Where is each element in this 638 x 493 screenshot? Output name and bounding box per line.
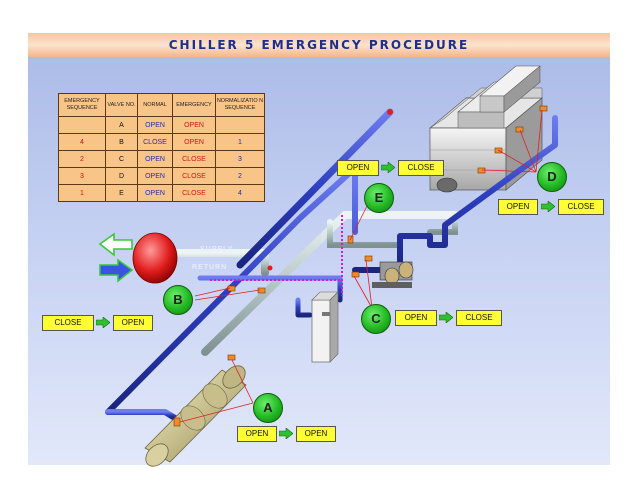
cell-norm-seq: 2 bbox=[215, 167, 265, 185]
cell-norm-seq bbox=[215, 116, 265, 134]
return-label: RETURN bbox=[192, 264, 228, 271]
valve-a-from-state: OPEN bbox=[237, 426, 277, 442]
col-normal: NORMAL bbox=[137, 93, 173, 117]
cell-normal: OPEN bbox=[137, 167, 173, 185]
cell-norm-seq: 3 bbox=[215, 150, 265, 168]
cell-normal: OPEN bbox=[137, 116, 173, 134]
valve-c-badge: C bbox=[361, 304, 391, 334]
valve-c-from-state: OPEN bbox=[395, 310, 437, 326]
valve-c-arrow-icon bbox=[439, 312, 453, 323]
cell-seq: 2 bbox=[58, 150, 106, 168]
valve-b-arrow-icon bbox=[96, 317, 110, 328]
cell-emergency: CLOSE bbox=[172, 184, 216, 202]
cell-valve: C bbox=[105, 150, 138, 168]
signal-lines bbox=[210, 215, 343, 296]
header-tank bbox=[132, 232, 178, 284]
sequence-table: EMERGENCY SEQUENCE VALVE NO. NORMAL EMER… bbox=[58, 93, 265, 202]
valve-d-badge: D bbox=[537, 162, 567, 192]
valve-e-badge: E bbox=[364, 183, 394, 213]
cell-seq: 1 bbox=[58, 184, 106, 202]
chiller-units bbox=[429, 65, 543, 193]
cell-norm-seq: 1 bbox=[215, 133, 265, 151]
cell-seq bbox=[58, 116, 106, 134]
flow-arrows bbox=[98, 232, 134, 283]
table-row: 3 D OPEN CLOSE 2 bbox=[58, 167, 265, 185]
cell-emergency: OPEN bbox=[172, 133, 216, 151]
cell-norm-seq: 4 bbox=[215, 184, 265, 202]
cell-valve: E bbox=[105, 184, 138, 202]
supply-label: SUPPLY bbox=[200, 246, 234, 253]
cell-emergency: OPEN bbox=[172, 116, 216, 134]
valve-b-from-state: CLOSE bbox=[42, 315, 94, 331]
cell-emergency: CLOSE bbox=[172, 167, 216, 185]
title-bar bbox=[28, 33, 610, 57]
valve-a-arrow-icon bbox=[279, 428, 293, 439]
cell-normal: CLOSE bbox=[137, 133, 173, 151]
control-cabinet bbox=[311, 291, 339, 363]
pointer-lines bbox=[179, 109, 543, 423]
table-row: 4 B CLOSE OPEN 1 bbox=[58, 133, 265, 151]
valve-c-to-state: CLOSE bbox=[456, 310, 502, 326]
valve-d-arrow-icon bbox=[541, 201, 555, 212]
cell-valve: B bbox=[105, 133, 138, 151]
cell-seq: 3 bbox=[58, 167, 106, 185]
storage-tanks bbox=[144, 365, 247, 467]
pumps bbox=[372, 261, 414, 288]
cell-normal: OPEN bbox=[137, 150, 173, 168]
cell-valve: D bbox=[105, 167, 138, 185]
valve-a-to-state: OPEN bbox=[296, 426, 336, 442]
pipe-caps bbox=[267, 109, 393, 271]
valve-e-to-state: CLOSE bbox=[398, 160, 444, 176]
valve-a-badge: A bbox=[253, 393, 283, 423]
table-header-row: EMERGENCY SEQUENCE VALVE NO. NORMAL EMER… bbox=[58, 93, 265, 117]
table-row: A OPEN OPEN bbox=[58, 116, 265, 134]
cell-normal: OPEN bbox=[137, 184, 173, 202]
page-title: CHILLER 5 EMERGENCY PROCEDURE bbox=[168, 38, 470, 52]
valve-e-from-state: OPEN bbox=[337, 160, 379, 176]
table-row: 1 E OPEN CLOSE 4 bbox=[58, 184, 265, 202]
col-emergency: EMERGENCY bbox=[172, 93, 216, 117]
col-emergency-sequence: EMERGENCY SEQUENCE bbox=[58, 93, 106, 117]
table-row: 2 C OPEN CLOSE 3 bbox=[58, 150, 265, 168]
valves bbox=[173, 105, 548, 427]
cell-valve: A bbox=[105, 116, 138, 134]
valve-e-arrow-icon bbox=[381, 162, 395, 173]
valve-d-from-state: OPEN bbox=[498, 199, 538, 215]
cell-seq: 4 bbox=[58, 133, 106, 151]
col-normalization-sequence: NORMALIZATIO N SEQUENCE bbox=[215, 93, 265, 117]
cell-emergency: CLOSE bbox=[172, 150, 216, 168]
col-valve-no: VALVE NO. bbox=[105, 93, 138, 117]
valve-d-to-state: CLOSE bbox=[558, 199, 604, 215]
valve-b-badge: B bbox=[163, 285, 193, 315]
valve-b-to-state: OPEN bbox=[113, 315, 153, 331]
